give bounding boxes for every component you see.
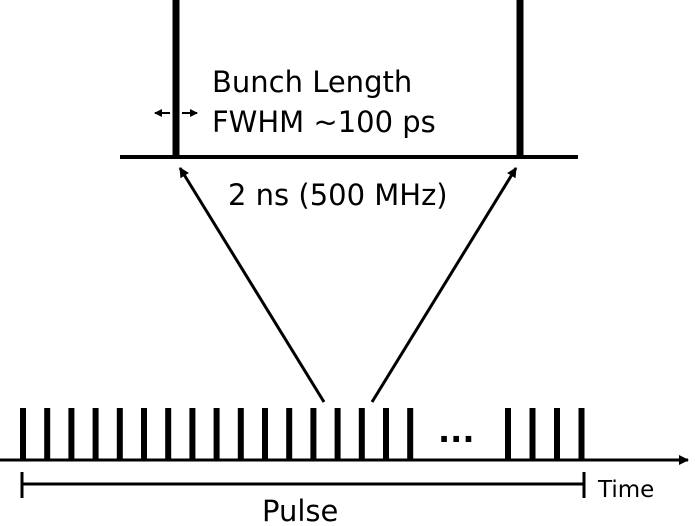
bunch-spacing-label: 2 ns (500 MHz) bbox=[228, 178, 448, 212]
train-bunch-left-14 bbox=[334, 408, 341, 460]
bunch-fwhm-label: FWHM ~100 ps bbox=[212, 105, 436, 139]
pulse-extent bbox=[20, 472, 586, 498]
bunch-length-label: Bunch Length bbox=[212, 65, 412, 99]
train-bunch-left-11 bbox=[262, 408, 268, 460]
train-bunch-left-12 bbox=[286, 408, 293, 460]
train-bunch-left-13 bbox=[310, 408, 317, 460]
pulse-label: Pulse bbox=[262, 494, 338, 526]
zoom-view: Bunch Length FWHM ~100 ps 2 ns (500 MHz) bbox=[120, 0, 578, 212]
train-bunch-left-1 bbox=[20, 408, 26, 460]
train-bunch-left-9 bbox=[213, 408, 220, 460]
bunch-train bbox=[20, 408, 585, 460]
zoom-arrow-left bbox=[178, 167, 326, 403]
train-bunch-left-7 bbox=[165, 408, 172, 460]
train-bunch-left-8 bbox=[189, 408, 196, 460]
train-bunch-left-17 bbox=[407, 408, 414, 460]
train-bunch-left-5 bbox=[116, 408, 123, 460]
zoom-arrows bbox=[178, 167, 518, 403]
train-bunch-right-2 bbox=[529, 408, 536, 460]
train-bunch-left-6 bbox=[141, 408, 147, 460]
train-ellipsis: ... bbox=[438, 412, 474, 450]
train-bunch-right-3 bbox=[554, 408, 560, 460]
train-bunch-right-1 bbox=[505, 408, 511, 460]
train-bunch-left-2 bbox=[44, 408, 51, 460]
train-bunch-left-16 bbox=[383, 408, 389, 460]
train-bunch-right-4 bbox=[578, 408, 585, 460]
zoom-arrow-right bbox=[370, 167, 518, 403]
time-axis-label: Time bbox=[597, 477, 654, 503]
train-bunch-left-15 bbox=[358, 408, 365, 460]
train-bunch-left-4 bbox=[92, 408, 99, 460]
train-bunch-left-3 bbox=[68, 408, 75, 460]
train-bunch-left-10 bbox=[237, 408, 244, 460]
